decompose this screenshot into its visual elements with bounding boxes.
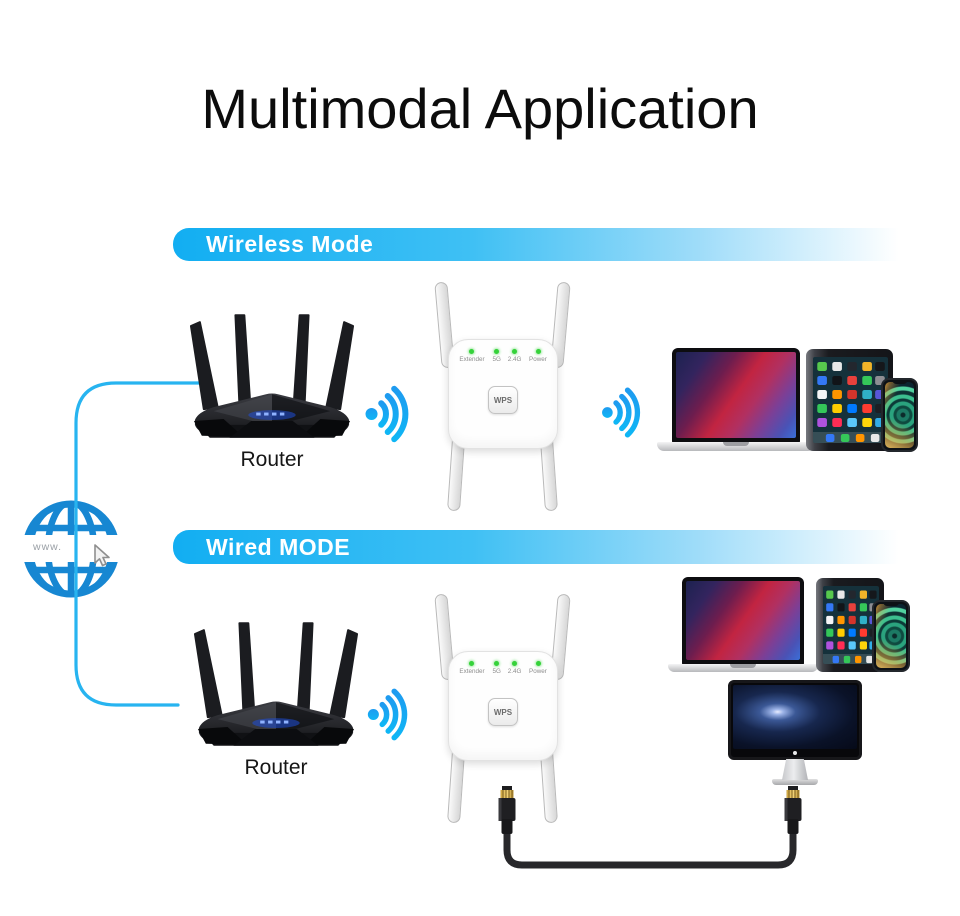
- rj45-connector: [784, 786, 802, 834]
- tablet: [806, 349, 893, 451]
- led-label-5g: 5G: [492, 356, 501, 363]
- router-illustration: [189, 314, 355, 438]
- laptop-wallpaper: [676, 352, 796, 438]
- led-power: [535, 661, 541, 666]
- wps-button: WPS: [488, 386, 518, 415]
- smartphone-notch: [891, 380, 908, 384]
- wifi-signal-icon: [367, 688, 408, 741]
- monitor-base: [772, 779, 818, 785]
- tablet-app-grid: [813, 362, 888, 443]
- laptop-base: [668, 664, 818, 672]
- monitor-logo: [793, 751, 797, 755]
- tablet-screen: [823, 586, 879, 664]
- led-label-24g: 2.4G: [507, 356, 522, 363]
- mouse-cursor-icon: [94, 544, 110, 567]
- monitor-stand: [782, 759, 808, 780]
- smartphone-screen: [885, 382, 914, 448]
- laptop: [657, 348, 815, 451]
- internet-connection-line: [74, 381, 212, 707]
- led-extender: [469, 661, 475, 666]
- tablet: [816, 578, 884, 672]
- smartphone: [881, 378, 918, 452]
- www-label: www.: [33, 541, 63, 553]
- led-label-power: Power: [529, 668, 548, 675]
- laptop-screen: [682, 577, 804, 665]
- led-label-5g: 5G: [492, 668, 501, 675]
- extender-body: Extender 5G 2.4G Power WPS: [448, 651, 558, 761]
- wifi-signal-icon: [602, 387, 641, 438]
- led-extender: [469, 349, 475, 354]
- smartphone-notch: [883, 602, 899, 606]
- router-illustration: [193, 622, 359, 746]
- led-label-24g: 2.4G: [507, 668, 522, 675]
- laptop-wallpaper: [686, 581, 800, 660]
- wifi-extender: Extender 5G 2.4G Power WPS: [434, 593, 571, 825]
- monitor-screen: [728, 680, 862, 760]
- led-label-extender: Extender: [459, 356, 485, 363]
- led-label-extender: Extender: [459, 668, 485, 675]
- banner-wireless-label: Wireless Mode: [206, 231, 374, 257]
- wps-button: WPS: [488, 698, 518, 727]
- led-5g: [494, 661, 500, 666]
- led-power: [535, 349, 541, 354]
- router-label: Router: [244, 756, 308, 779]
- led-24g: [512, 661, 518, 666]
- monitor-wallpaper: [733, 685, 857, 749]
- tablet-screen: [813, 357, 888, 443]
- banner-wireless-mode: Wireless Mode: [173, 228, 921, 261]
- banner-wired-label: Wired MODE: [206, 534, 351, 560]
- led-24g: [512, 349, 518, 354]
- desktop-monitor: [728, 680, 862, 785]
- led-5g: [494, 349, 500, 354]
- extender-body: Extender 5G 2.4G Power WPS: [448, 339, 558, 449]
- smartphone: [872, 600, 910, 672]
- banner-wired-mode: Wired MODE: [173, 530, 921, 564]
- laptop-base: [657, 442, 815, 451]
- page-title: Multimodal Application: [201, 77, 759, 140]
- laptop-screen: [672, 348, 800, 443]
- laptop: [668, 577, 818, 672]
- led-label-power: Power: [529, 356, 548, 363]
- ethernet-cable: [498, 786, 802, 869]
- rj45-connector: [498, 786, 516, 834]
- smartphone-screen: [876, 604, 906, 668]
- wifi-signal-icon: [365, 385, 409, 443]
- router-label: Router: [240, 448, 304, 471]
- tablet-app-grid: [823, 590, 879, 664]
- wifi-extender: Extender 5G 2.4G Power WPS: [434, 281, 571, 513]
